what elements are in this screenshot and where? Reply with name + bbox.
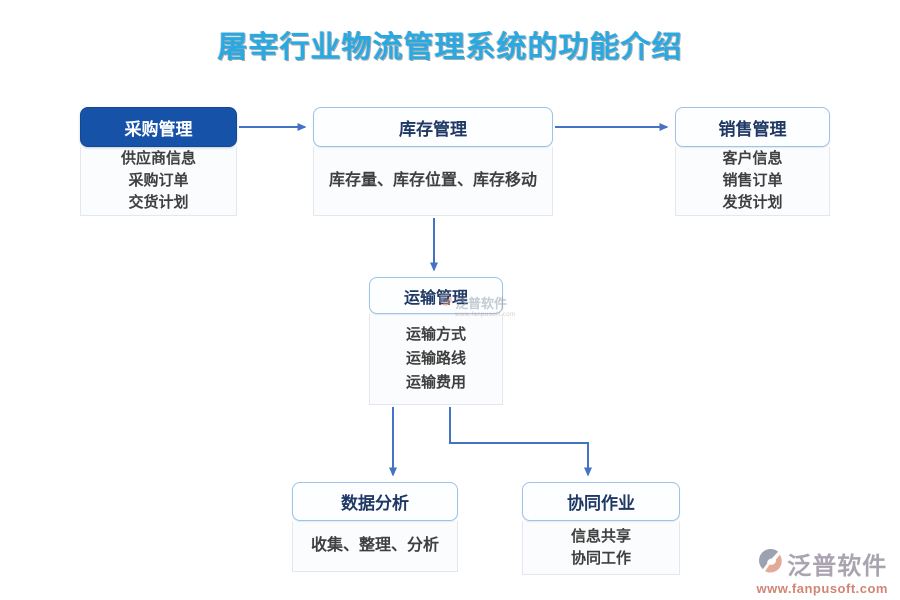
node-item: 协同工作 xyxy=(570,549,631,567)
node-collaboration-header: 协同作业 xyxy=(522,482,680,521)
node-item: 交货计划 xyxy=(128,194,189,211)
node-data-analysis-header: 数据分析 xyxy=(292,482,458,521)
brand-watermark: 泛普软件 www.fanpusoft.com xyxy=(756,546,888,596)
node-item: 发货计划 xyxy=(722,194,783,211)
brand-url-text: www.fanpusoft.com xyxy=(756,581,888,596)
node-collaboration-body: 信息共享 协同工作 xyxy=(522,521,680,575)
fanpu-logo-icon xyxy=(757,548,784,580)
node-purchase-body: 供应商信息 采购订单 交货计划 xyxy=(80,147,237,216)
node-item: 运输费用 xyxy=(405,374,466,391)
node-item: 收集、整理、分析 xyxy=(310,537,439,554)
node-item: 客户信息 xyxy=(722,150,783,167)
node-item: 供应商信息 xyxy=(120,150,196,167)
page-title: 屠宰行业物流管理系统的功能介绍 xyxy=(217,31,683,64)
node-item: 库存量、库存位置、库存移动 xyxy=(328,172,537,189)
node-item: 运输路线 xyxy=(405,350,466,367)
node-item: 采购订单 xyxy=(128,172,189,189)
node-item: 销售订单 xyxy=(722,172,783,189)
arrow-transport-to-collab xyxy=(449,407,592,477)
node-sales-header: 销售管理 xyxy=(675,107,830,147)
node-purchase-header: 采购管理 xyxy=(80,107,237,147)
node-inventory-header: 库存管理 xyxy=(313,107,553,147)
node-inventory-body: 库存量、库存位置、库存移动 xyxy=(313,147,553,216)
node-sales-body: 客户信息 销售订单 发货计划 xyxy=(675,147,830,216)
node-item: 信息共享 xyxy=(570,527,631,545)
node-transport-header: 运输管理 xyxy=(369,277,503,314)
brand-name-text: 泛普软件 xyxy=(787,553,888,580)
node-item: 运输方式 xyxy=(405,326,466,343)
node-transport-body: 运输方式 运输路线 运输费用 xyxy=(369,314,503,405)
node-data-analysis-body: 收集、整理、分析 xyxy=(292,521,458,572)
